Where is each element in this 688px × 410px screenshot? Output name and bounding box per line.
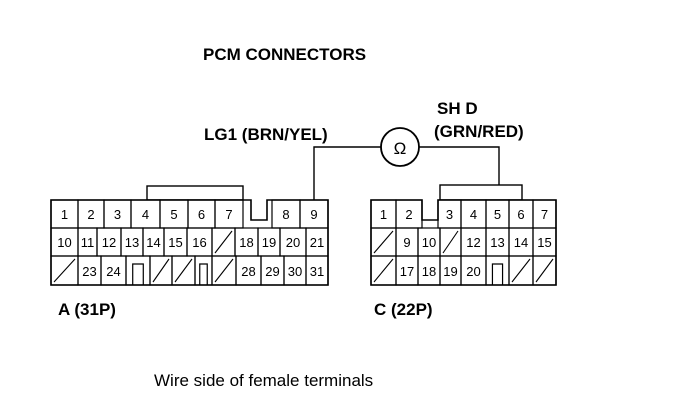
connector-a-pin-number: 9 (310, 207, 317, 222)
connector-a-pin-number: 18 (239, 235, 253, 250)
connector-c-pin-number: 13 (490, 235, 504, 250)
connector-c-pin-number: 4 (470, 207, 477, 222)
connector-a-pin-number: 8 (282, 207, 289, 222)
connector-c-pin-number: 20 (466, 264, 480, 279)
connector-a-label: A (31P) (58, 300, 116, 319)
connector-c-pin-number: 17 (400, 264, 414, 279)
connector-c-cavity (532, 255, 557, 286)
connector-a-empty-cavity-mark (152, 258, 170, 283)
connector-a-pin-number: 13 (125, 235, 139, 250)
connector-c-key-slot (491, 263, 504, 285)
connector-a-pin-number: 19 (262, 235, 276, 250)
connector-a-pin-number: 28 (241, 264, 255, 279)
connector-c-empty-cavity-mark (442, 230, 459, 254)
connector-a-pin-number: 30 (288, 264, 302, 279)
wire-label-lg1: LG1 (BRN/YEL) (204, 125, 328, 144)
connector-a-pin-number: 20 (286, 235, 300, 250)
connector-c-pin-number: 1 (380, 207, 387, 222)
connector-a-pin-number: 6 (198, 207, 205, 222)
connector-a-pin-number: 3 (114, 207, 121, 222)
connector-c-pin-number: 18 (422, 264, 436, 279)
connector-a-pin-number: 31 (310, 264, 324, 279)
connector-a-empty-cavity-mark (214, 230, 233, 254)
ohm-symbol: Ω (394, 139, 407, 158)
connector-c-pin-number: 2 (405, 207, 412, 222)
connector-c-label: C (22P) (374, 300, 433, 319)
connector-a-pin-number: 29 (265, 264, 279, 279)
connector-c-pin-number: 10 (422, 235, 436, 250)
wire-label-shd-color: (GRN/RED) (434, 122, 524, 141)
test-wire (313, 146, 500, 200)
connector-a-pin-number: 21 (310, 235, 324, 250)
connector-c-pin-number: 3 (446, 207, 453, 222)
connector-a-pin-number: 11 (81, 235, 95, 250)
connector-a-pin-number: 12 (102, 235, 116, 250)
connector-a-empty-cavity-mark (53, 258, 76, 283)
connector-c-empty-cavity-mark (511, 258, 531, 283)
connector-a-pin-number: 4 (142, 207, 149, 222)
diagram-caption: Wire side of female terminals (154, 371, 373, 390)
connector-a-pin-number: 2 (87, 207, 94, 222)
connector-c-pin-number: 5 (494, 207, 501, 222)
connector-c-empty-cavity-mark (373, 230, 394, 254)
connector-c-empty-cavity-mark (535, 258, 554, 283)
connector-a-empty-cavity-mark (174, 258, 193, 283)
connector-a-pin-number: 10 (57, 235, 71, 250)
connector-c-pin-number: 6 (517, 207, 524, 222)
connector-a-empty-cavity-mark (214, 258, 234, 283)
diagram-title: PCM CONNECTORS (203, 45, 366, 64)
connector-c-empty-cavity-mark (373, 258, 394, 283)
connector-a-key-slot (199, 263, 208, 285)
connector-c-pin-number: 12 (466, 235, 480, 250)
ohmmeter-icon: Ω (380, 127, 420, 167)
connector-a-pin-number: 5 (170, 207, 177, 222)
connector-c-pin-number: 19 (443, 264, 457, 279)
wire-label-shd: SH D (437, 99, 478, 118)
connector-a-pin-number: 14 (146, 235, 160, 250)
connector-c-pin-number: 9 (403, 235, 410, 250)
connector-a-pin-number: 24 (106, 264, 120, 279)
connector-a-cavity: 31 (305, 255, 329, 286)
connector-a-pin-number: 7 (225, 207, 232, 222)
connector-a-pin-number: 16 (192, 235, 206, 250)
connector-a-pin-number: 1 (61, 207, 68, 222)
connector-c-pin-number: 15 (537, 235, 551, 250)
connector-c-pin-number: 7 (541, 207, 548, 222)
connector-a-pin-number: 23 (82, 264, 96, 279)
connector-a-pin-number: 15 (168, 235, 182, 250)
connector-a-key-slot (132, 263, 144, 285)
connector-c-pin-number: 14 (514, 235, 528, 250)
